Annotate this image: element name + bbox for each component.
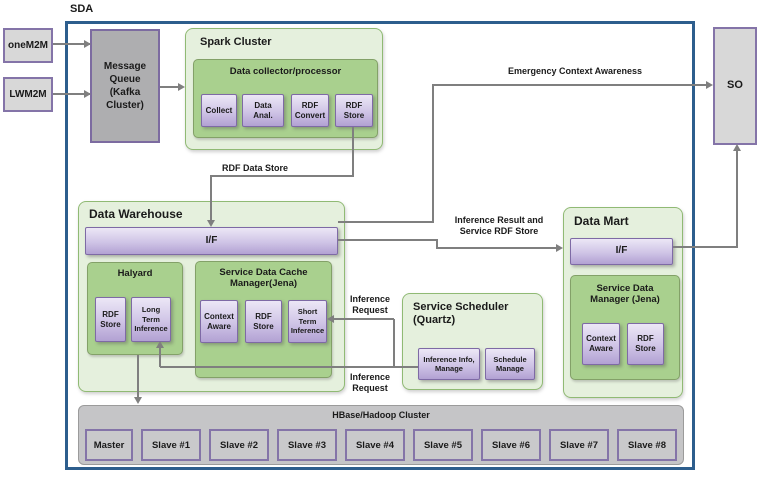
- hbase-cluster-title: HBase/Hadoop Cluster: [332, 410, 430, 420]
- data-mart-interface-bar: I/F: [570, 238, 673, 265]
- connector-if-dm-v: [436, 239, 438, 249]
- connector-dm-so-h: [673, 246, 738, 248]
- rdf-store-chip-spark: RDF Store: [335, 94, 373, 127]
- connector-dm-so-v: [736, 151, 738, 248]
- connector-if-emergency-v: [432, 85, 434, 223]
- short-term-inference-chip: Short Term Inference: [288, 300, 327, 343]
- arrowhead-halyard-hbase: [134, 397, 142, 404]
- halyard-title: Halyard: [117, 268, 153, 279]
- long-term-inference-chip: Long Term Inference: [131, 297, 171, 342]
- hbase-master-node: Master: [85, 429, 133, 461]
- connector-scheduler-sti-v: [393, 319, 395, 368]
- schedule-manage-chip: Schedule Manage: [485, 348, 535, 380]
- rdf-store-chip-mart: RDF Store: [627, 323, 664, 365]
- connector-mq-spark: [160, 86, 181, 88]
- rdf-convert-chip: RDF Convert: [291, 94, 329, 127]
- context-aware-chip-mart: Context Aware: [582, 323, 620, 365]
- connector-if-dm-h2: [436, 247, 558, 249]
- connector-scheduler-lti-h: [160, 366, 418, 368]
- arrowhead-emergency-so: [706, 81, 713, 89]
- arrowhead-scheduler-lti: [156, 341, 164, 348]
- hbase-slave8-node: Slave #8: [617, 429, 677, 461]
- data-collector-title: Data collector/processor: [229, 66, 342, 77]
- arrowhead-rdfstore-if: [207, 220, 215, 227]
- hbase-slave1-node: Slave #1: [141, 429, 201, 461]
- service-data-manager-title: Service Data Manager (Jena): [590, 283, 660, 306]
- inference-request-bottom-label: Inference Request: [349, 372, 391, 393]
- message-queue-node: Message Queue (Kafka Cluster): [90, 29, 160, 143]
- connector-scheduler-lti-v: [159, 348, 161, 367]
- hbase-slave2-node: Slave #2: [209, 429, 269, 461]
- rdf-data-store-label: RDF Data Store: [221, 163, 288, 173]
- arrowhead-scheduler-sti: [327, 315, 334, 323]
- collect-chip: Collect: [201, 94, 237, 127]
- lwm2m-node: LWM2M: [3, 77, 53, 112]
- hbase-slave6-node: Slave #6: [481, 429, 541, 461]
- context-aware-chip-cache: Context Aware: [200, 300, 238, 343]
- rdf-store-chip-halyard: RDF Store: [95, 297, 126, 342]
- onem2m-node: oneM2M: [3, 28, 53, 63]
- connector-halyard-hbase: [137, 355, 139, 399]
- hbase-cluster-container: HBase/Hadoop Cluster Master Slave #1 Sla…: [78, 405, 684, 465]
- service-data-cache-title: Service Data Cache Manager(Jena): [219, 267, 308, 290]
- connector-if-emergency-h2: [432, 84, 708, 86]
- sda-title: SDA: [70, 3, 94, 15]
- inference-request-top-label: Inference Request: [349, 294, 391, 315]
- arrowhead-if-dm: [556, 244, 563, 252]
- hbase-node-row: Master Slave #1 Slave #2 Slave #3 Slave …: [85, 429, 677, 461]
- hbase-slave5-node: Slave #5: [413, 429, 473, 461]
- connector-rdfstore-to-if: [210, 175, 212, 221]
- connector-rdfstore-across: [210, 175, 354, 177]
- data-warehouse-title: Data Warehouse: [89, 207, 183, 221]
- connector-rdfstore-down: [352, 127, 354, 177]
- spark-cluster-title: Spark Cluster: [200, 36, 272, 48]
- service-scheduler-title: Service Scheduler (Quartz): [413, 301, 509, 326]
- connector-if-emergency-h1: [338, 221, 434, 223]
- hbase-slave3-node: Slave #3: [277, 429, 337, 461]
- rdf-store-chip-cache: RDF Store: [245, 300, 282, 343]
- data-anal-chip: Data Anal.: [242, 94, 284, 127]
- emergency-context-awareness-label: Emergency Context Awareness: [507, 66, 643, 76]
- hbase-slave4-node: Slave #4: [345, 429, 405, 461]
- sda-boundary: [65, 21, 695, 470]
- so-node: SO: [713, 27, 757, 145]
- inference-info-manage-chip: Inference Info, Manage: [418, 348, 480, 380]
- arrowhead-dm-so: [733, 144, 741, 151]
- arrowhead-onem2m-mq: [84, 40, 91, 48]
- connector-scheduler-sti-h: [334, 318, 394, 320]
- connector-if-dm-h1: [338, 239, 438, 241]
- arrowhead-lwm2m-mq: [84, 90, 91, 98]
- data-warehouse-interface-bar: I/F: [85, 227, 338, 255]
- connector-lwm2m-mq: [53, 93, 90, 95]
- inference-result-label: Inference Result and Service RDF Store: [454, 215, 544, 236]
- connector-onem2m-mq: [53, 43, 90, 45]
- hbase-slave7-node: Slave #7: [549, 429, 609, 461]
- data-mart-title: Data Mart: [574, 214, 629, 228]
- arrowhead-mq-spark: [178, 83, 185, 91]
